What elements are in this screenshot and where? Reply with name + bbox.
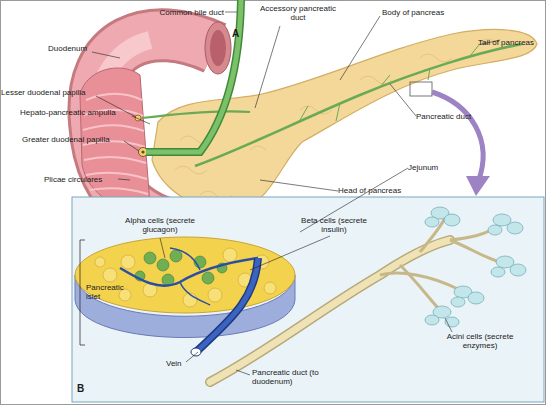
- duodenum-cut-end: [205, 22, 231, 74]
- panel-letter: B: [77, 383, 91, 394]
- pancreatic-duct-a: [195, 44, 522, 166]
- common-bile-duct: [146, 0, 241, 152]
- duct-b-branches: [380, 218, 500, 310]
- part-label: Plicae circulares: [44, 175, 120, 184]
- part-label: Greater duodenal papilla: [22, 135, 126, 144]
- islet-top: [75, 237, 295, 313]
- zoom-box: [410, 82, 432, 96]
- part-label: Pancreatic islet: [86, 283, 130, 301]
- part-label: Body of pancreas: [382, 8, 472, 17]
- part-label: Vein: [166, 359, 196, 368]
- duct-branches: [300, 46, 478, 121]
- pancreas-shape: [152, 29, 537, 210]
- part-label: Alpha cells (secrete glucagon): [120, 216, 200, 234]
- part-label: Accessory pancreatic duct: [258, 4, 338, 22]
- duct-b-tube: [210, 240, 450, 382]
- islet-capillaries: [120, 248, 258, 305]
- zoom-arrow: [432, 92, 483, 182]
- panel-letter: A: [232, 28, 246, 39]
- part-label: Jejunum: [408, 163, 468, 172]
- duct-b-outline: [210, 240, 450, 382]
- vein-tube: [196, 258, 258, 352]
- acini-clusters: [425, 207, 526, 327]
- part-label: Lesser duodenal papilla: [1, 88, 99, 97]
- part-label: Common bile duct: [140, 8, 224, 17]
- part-label: Pancreatic duct (to duodenum): [252, 368, 336, 386]
- part-label: Beta cells (secrete insulin): [292, 216, 376, 234]
- part-label: Duodenum: [48, 44, 96, 53]
- part-label: Hepato-pancreatic ampulla: [20, 108, 132, 117]
- islet-bracket: [80, 240, 85, 345]
- part-label: Head of pancreas: [338, 186, 428, 195]
- leader-lines: [92, 12, 500, 375]
- accessory-duct: [142, 111, 250, 118]
- part-label: Acini cells (secrete enzymes): [440, 332, 520, 350]
- part-label: Tail of pancreas: [478, 38, 544, 47]
- part-label: Pancreatic duct: [416, 112, 496, 121]
- panel-b-frame: [72, 197, 544, 402]
